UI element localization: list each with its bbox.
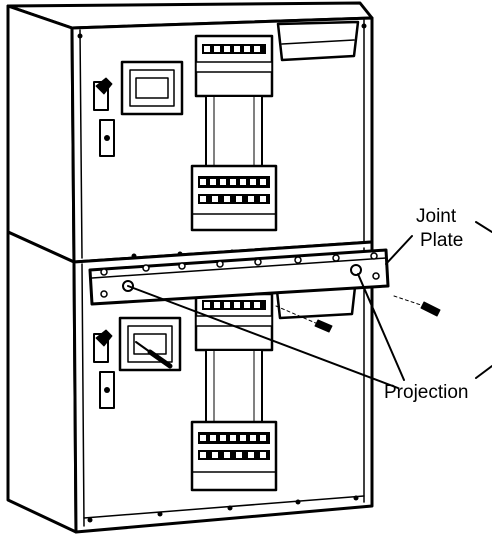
lower-cabinet — [6, 230, 374, 534]
upper-connector-bottom — [190, 164, 278, 232]
screwdriver-icon — [135, 341, 173, 369]
callout-leaders — [127, 221, 492, 389]
lower-connector-top — [194, 292, 274, 352]
joint-plate — [88, 248, 390, 306]
screw-right — [393, 295, 441, 317]
lower-cabinet-side — [6, 230, 78, 534]
upper-cabinet — [6, 1, 374, 264]
upper-switch — [93, 77, 115, 157]
projection-hole-right — [350, 264, 362, 276]
upper-top-bracket — [276, 20, 360, 62]
lower-switch — [93, 329, 115, 409]
upper-window-panel — [120, 60, 184, 116]
lower-connector-bottom — [190, 420, 278, 492]
upper-connector-top — [194, 34, 274, 98]
joint-plate-label-line1: Joint — [416, 206, 457, 227]
lower-window-panel — [118, 316, 182, 372]
projection-label: Projection — [384, 382, 469, 403]
screw-center — [275, 305, 333, 333]
upper-cabinet-side — [6, 4, 76, 264]
joint-plate-label-line2: Plate — [420, 230, 463, 251]
